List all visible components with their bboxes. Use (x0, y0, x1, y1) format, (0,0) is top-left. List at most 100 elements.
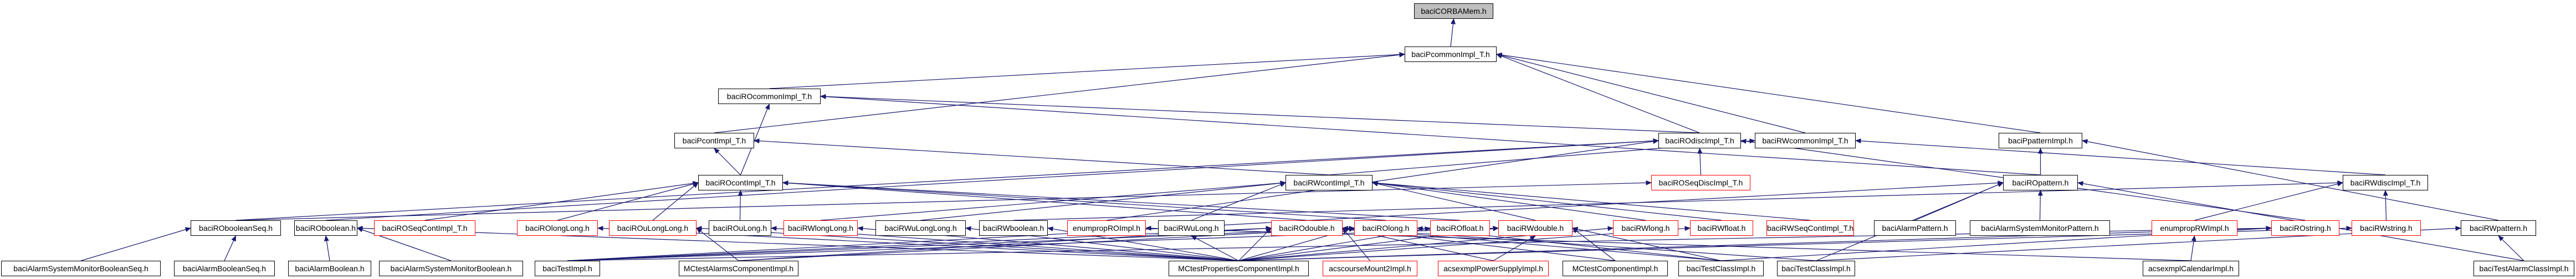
include-edge-ropattern-to-rocommon (820, 94, 2041, 175)
include-edge-acscourse-to-rodouble (1342, 228, 1370, 261)
graph-node-alarmpattern[interactable]: baciAlarmPattern.h (1874, 220, 1956, 236)
graph-node-rwlonglong[interactable]: baciRWlongLong.h (783, 220, 858, 236)
include-edge-alarmboolean-to-roboolean (324, 235, 330, 261)
include-edge-rodouble-to-rocont (782, 180, 1307, 221)
include-edge-rwdisc-to-rwcommon (1855, 138, 2386, 175)
include-edge-pcommon-to-corbamem (1450, 18, 1456, 47)
graph-node-roulong[interactable]: baciROuLong.h (709, 220, 771, 236)
include-edge-roulonglong-to-rocont (652, 182, 699, 221)
include-edge-rwseqcont-to-rwcont (1372, 180, 1811, 221)
include-edge-alarmsysmonpattern-to-ropattern (2037, 190, 2043, 221)
include-edge-rwulong-to-rwcont (1191, 182, 1286, 221)
graph-node-rwseqcont[interactable]: baciRWSeqContImpl_T.h (1766, 220, 1854, 236)
graph-node-ropattern[interactable]: baciROpattern.h (2003, 175, 2078, 190)
include-edge-alarmsysmonboolseq-to-robooleanseq (80, 227, 191, 261)
graph-node-rwfloat[interactable]: baciRWfloat.h (1690, 220, 1753, 236)
graph-node-alarmboolean[interactable]: baciAlarmBoolean.h (288, 261, 371, 276)
graph-node-mctestalarms[interactable]: MCtestAlarmsComponentImpl.h (679, 261, 798, 276)
include-edge-mctestprops-to-rolonglong (597, 225, 1239, 261)
include-edge-rwpattern-to-ppattern (2082, 139, 2499, 221)
graph-node-pcommon[interactable]: baciPcommonImpl_T.h (1405, 46, 1497, 62)
include-edge-alarmboolseq-to-robooleanseq (224, 235, 237, 261)
include-edge-rwlonglong-to-rwcont (820, 180, 1286, 221)
include-edge-rwcommon-to-pcommon (1496, 53, 1806, 133)
include-edge-rwulonglong-to-rwcont (920, 180, 1286, 221)
include-edge-rwcont-to-pcont (754, 138, 1329, 175)
include-edge-rolong-to-rocont (782, 180, 1386, 221)
include-edge-enumpropro-to-rodisc (1106, 138, 1659, 221)
graph-node-rolonglong[interactable]: baciROlongLong.h (517, 220, 598, 236)
include-edge-mctestprops-to-roboolean (357, 225, 1239, 261)
include-edge-bacitestalarm-to-rwpattern (2498, 235, 2524, 261)
graph-node-corbamem: baciCORBAMem.h (1414, 3, 1493, 19)
include-edge-enumproprw-to-rwdisc (2194, 181, 2343, 221)
graph-node-mctestcomp[interactable]: MCtestComponentImpl.h (1563, 261, 1668, 276)
include-edge-acsexmplcal-to-enumproprw (2190, 235, 2196, 261)
include-edge-alarmsysmonbool-to-roboolean (357, 227, 452, 261)
graph-node-alarmsysmonpattern[interactable]: baciAlarmSystemMonitorPattern.h (1970, 220, 2110, 236)
include-edge-roboolean-to-rodisc (325, 138, 1659, 221)
include-edge-rwstring-to-rwdisc (2383, 190, 2388, 221)
include-edge-rodisc-to-rocommon (820, 94, 1700, 133)
include-edge-roseqdisc-to-rodisc (1697, 148, 1703, 175)
graph-node-rwulonglong[interactable]: baciRWuLongLong.h (875, 220, 966, 236)
graph-node-roboolean[interactable]: baciROboolean.h (294, 220, 357, 236)
graph-node-mctestprops[interactable]: MCtestPropertiesComponentImpl.h (1169, 261, 1309, 276)
graph-node-enumproprw[interactable]: enumpropRWImpl.h (2152, 220, 2237, 236)
include-edge-rwdouble-to-rwcont (1372, 181, 1536, 221)
include-edge-rwfloat-to-rwcont (1372, 180, 1722, 221)
graph-node-ppattern[interactable]: baciPpatternImpl.h (1999, 133, 2082, 148)
include-edge-rodisc-to-pcommon (1496, 54, 1700, 133)
include-edge-mctestprops-to-rodouble (1238, 228, 1272, 261)
include-edge-robooleanseq-to-rodisc (235, 138, 1659, 221)
graph-node-rwboolean[interactable]: baciRWboolean.h (979, 220, 1048, 236)
graph-node-roseqdisc[interactable]: baciROSeqDiscImpl_T.h (1651, 175, 1750, 190)
graph-node-acsexmplcal[interactable]: acsexmplCalendarImpl.h (2143, 261, 2239, 276)
graph-node-rwdouble[interactable]: baciRWdouble.h (1498, 220, 1573, 236)
graph-node-enumpropro[interactable]: enumpropROImpl.h (1067, 220, 1146, 236)
graph-node-rofloat[interactable]: baciROfloat.h (1430, 220, 1490, 236)
graph-node-rwcont[interactable]: baciRWcontImpl_T.h (1286, 175, 1372, 190)
include-edge-mctestprops-to-roulonglong (696, 226, 1239, 261)
graph-node-acsexmplps[interactable]: acsexmplPowerSupplyImpl.h (1438, 261, 1549, 276)
include-edge-testclass2-to-rodouble (1342, 226, 1816, 261)
include-edge-testclass1-to-rwdouble (1572, 226, 1722, 261)
graph-node-rwstring[interactable]: baciRWstring.h (2352, 220, 2421, 236)
include-edge-rofloat-to-rocont (782, 180, 1461, 221)
include-edge-rwlong-to-rwcont (1372, 180, 1646, 221)
graph-node-testimpl[interactable]: baciTestImpl.h (535, 261, 600, 276)
graph-node-alarmboolseq[interactable]: baciAlarmBooleanSeq.h (174, 261, 275, 276)
graph-node-pcont[interactable]: baciPcontImpl_T.h (674, 133, 754, 148)
include-edge-mctestprops-to-rwulong (1191, 235, 1239, 261)
graph-node-rostring[interactable]: baciROstring.h (2271, 220, 2339, 236)
graph-node-rodisc[interactable]: baciROdiscImpl_T.h (1658, 133, 1741, 148)
graph-node-testclass1[interactable]: baciTestClassImpl.h (1678, 261, 1764, 276)
include-edge-rocont-to-pcont (714, 148, 741, 175)
graph-node-roseqcont[interactable]: baciROSeqContImpl_T.h (374, 220, 475, 236)
include-edge-pcont-to-pcommon (714, 52, 1405, 133)
include-edge-roseqcont-to-rocont (424, 180, 699, 221)
graph-node-rwdisc[interactable]: baciRWdiscImpl_T.h (2343, 175, 2428, 190)
graph-node-rodouble[interactable]: baciROdouble.h (1271, 220, 1343, 236)
graph-node-robooleanseq[interactable]: baciRObooleanSeq.h (191, 220, 281, 236)
include-edge-ppattern-to-pcommon (1496, 52, 2041, 133)
graph-node-alarmsysmonbool[interactable]: baciAlarmSystemMonitorBoolean.h (379, 261, 523, 276)
graph-node-rocont[interactable]: baciROcontImpl_T.h (698, 175, 783, 190)
include-edge-rwboolean-to-rwdisc (1013, 180, 2343, 221)
include-edge-rocommon-to-pcommon (769, 52, 1405, 89)
graph-node-testclass2[interactable]: baciTestClassImpl.h (1777, 261, 1855, 276)
graph-node-alarmsysmonboolseq[interactable]: baciAlarmSystemMonitorBooleanSeq.h (1, 261, 161, 276)
graph-node-bacitestalarm[interactable]: baciTestAlarmClassImpl.h (2473, 261, 2574, 276)
graph-node-acscourse[interactable]: acscourseMount2Impl.h (1323, 261, 1417, 276)
graph-node-roulonglong[interactable]: baciROuLongLong.h (609, 220, 697, 236)
include-edge-mctestcomp-to-rwdouble (1572, 228, 1616, 261)
graph-node-rwulong[interactable]: baciRWuLong.h (1158, 220, 1225, 236)
graph-node-rocommon[interactable]: baciROcommonImpl_T.h (718, 89, 821, 104)
graph-node-rolong[interactable]: baciROlong.h (1354, 220, 1417, 236)
graph-node-rwcommon[interactable]: baciRWcommonImpl_T.h (1755, 133, 1856, 148)
graph-node-rwpattern[interactable]: baciRWpattern.h (2461, 220, 2536, 236)
include-edge-roulong-to-rocont (738, 190, 743, 221)
graph-node-rwlong[interactable]: baciRWlong.h (1613, 220, 1678, 236)
